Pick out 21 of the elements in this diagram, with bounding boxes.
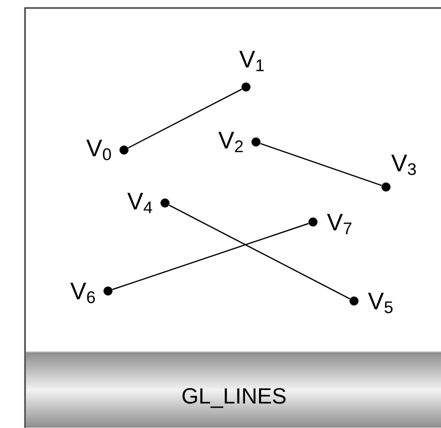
vertex-dot: [120, 146, 128, 154]
line-segment: [112, 222, 309, 290]
line-segment: [168, 204, 350, 300]
vertex-dot: [382, 182, 390, 192]
vertex-label: V$_{2}$: [218, 132, 243, 152]
vertex-label: V$_{3}$: [391, 154, 416, 176]
vertex-label: V$_{0}$: [86, 140, 111, 160]
line-segment: [260, 142, 382, 186]
vertex-label: V$_{4}$: [127, 192, 152, 214]
vertex-label: V$_{6}$: [70, 282, 95, 304]
vertex-dot: [350, 296, 358, 306]
vertex-dot: [160, 198, 170, 208]
vertex-dot: [242, 82, 250, 92]
vertex-dot: [104, 286, 112, 296]
vertex-label: V$_{1}$: [239, 50, 264, 72]
line-segment: [128, 88, 242, 148]
vertex-dot: [308, 218, 318, 226]
vertex-label: V$_{5}$: [368, 292, 393, 314]
vertex-dot: [252, 138, 260, 146]
vertex-label: V$_{7}$: [327, 214, 352, 234]
primitive-band: GL_LINES: [26, 352, 441, 408]
